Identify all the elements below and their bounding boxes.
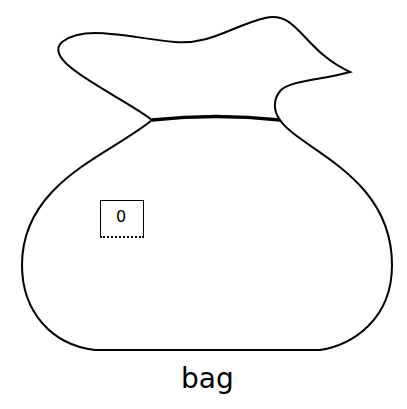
bag-neck bbox=[152, 117, 280, 121]
bag-label: bag bbox=[181, 362, 234, 395]
bag-path bbox=[22, 17, 392, 350]
number-box: 0 bbox=[100, 200, 144, 238]
box-number: 0 bbox=[116, 207, 126, 226]
